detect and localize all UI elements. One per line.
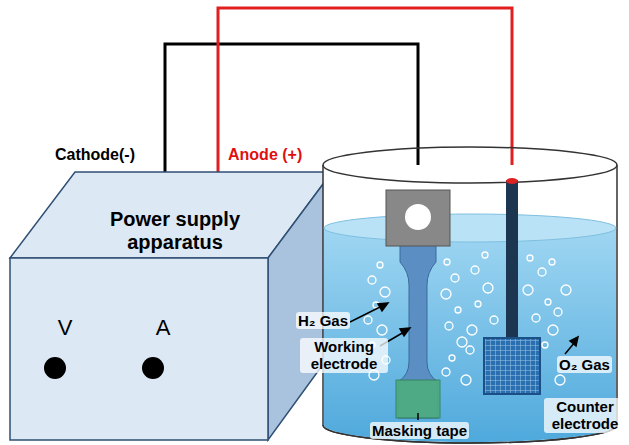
gas-label: O₂ Gas xyxy=(557,356,612,373)
terminal-label: Anode (+) xyxy=(228,146,302,164)
bubble xyxy=(545,299,551,305)
power-supply: Power supply apparatusV A xyxy=(10,172,332,440)
bubble xyxy=(490,316,498,324)
clamp-hole xyxy=(405,204,431,230)
bubble xyxy=(482,252,488,258)
bubble xyxy=(380,287,390,297)
bubble xyxy=(377,325,387,335)
ammeter-knob xyxy=(142,357,164,379)
meter-letter: V xyxy=(47,315,83,340)
bubble xyxy=(549,259,555,265)
bubble xyxy=(457,337,467,347)
bubble xyxy=(466,346,474,354)
bubble xyxy=(461,375,471,385)
device-title: Power supply apparatus xyxy=(80,208,270,254)
gas-label: H₂ Gas xyxy=(296,312,350,329)
part-label: Masking tape xyxy=(370,422,469,439)
clamp xyxy=(386,190,450,246)
supply-front xyxy=(10,258,268,440)
bubble xyxy=(449,355,455,361)
bubble xyxy=(377,262,383,268)
bubble xyxy=(561,285,571,295)
counter-rod xyxy=(506,180,518,340)
bubble xyxy=(441,289,451,299)
bubble xyxy=(455,307,461,313)
bubble xyxy=(451,274,459,282)
bubble xyxy=(445,322,453,330)
bubble xyxy=(368,276,376,284)
anode-wire xyxy=(218,8,512,182)
bubble xyxy=(442,368,450,376)
bubble xyxy=(555,375,565,385)
bubble xyxy=(554,308,562,316)
beaker-rim xyxy=(323,147,617,183)
bubble xyxy=(542,342,548,348)
bubble xyxy=(444,259,450,265)
water-surface xyxy=(324,214,616,242)
counter-mesh xyxy=(484,338,540,394)
bubble xyxy=(548,325,558,335)
bubble xyxy=(523,285,533,295)
part-label: Working electrode xyxy=(300,338,388,373)
bubble xyxy=(538,268,546,276)
bubble xyxy=(475,301,481,307)
gas-bubbles xyxy=(364,252,571,385)
bubble xyxy=(364,316,372,324)
bubble xyxy=(532,314,540,322)
meter-letter: A xyxy=(145,315,181,340)
bubble xyxy=(467,325,477,335)
terminal-label: Cathode(-) xyxy=(55,146,135,164)
bubble xyxy=(527,255,533,261)
voltmeter-knob xyxy=(44,357,66,379)
bubble xyxy=(483,283,493,293)
masking-tape xyxy=(396,380,440,418)
part-label: Counter electrode xyxy=(544,398,626,433)
bubble xyxy=(471,266,479,274)
